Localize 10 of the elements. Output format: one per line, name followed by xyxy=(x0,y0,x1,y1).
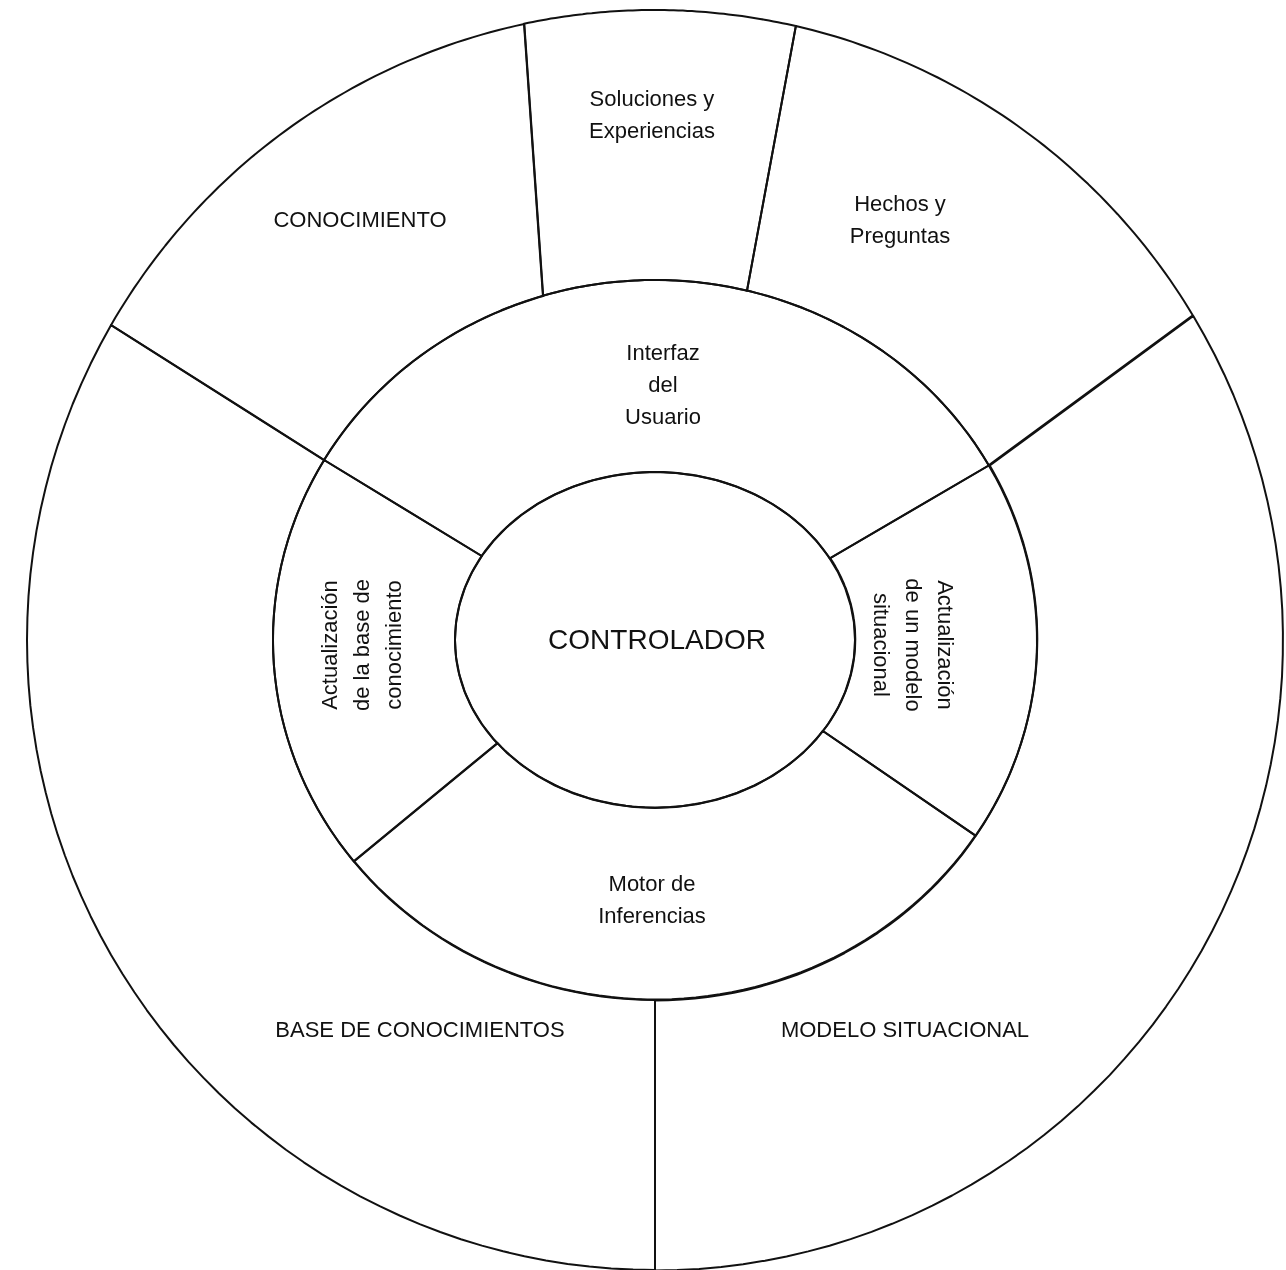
sector-label: Interfaz del Usuario xyxy=(625,339,701,431)
sector-label: CONOCIMIENTO xyxy=(273,206,447,234)
sector-label: Actualización de un modelo situacional xyxy=(868,577,959,714)
sector-label: Hechos y Preguntas xyxy=(849,190,951,250)
sector-label: Motor de Inferencias xyxy=(597,870,707,930)
center-label: CONTROLADOR xyxy=(548,624,766,656)
sector-label: Actualización de la base de conocimiento xyxy=(316,577,407,714)
sector-label: BASE DE CONOCIMIENTOS xyxy=(275,1016,565,1044)
sector-label: MODELO SITUACIONAL xyxy=(780,1016,1030,1044)
sector-label: Soluciones y Experiencias xyxy=(589,85,715,145)
